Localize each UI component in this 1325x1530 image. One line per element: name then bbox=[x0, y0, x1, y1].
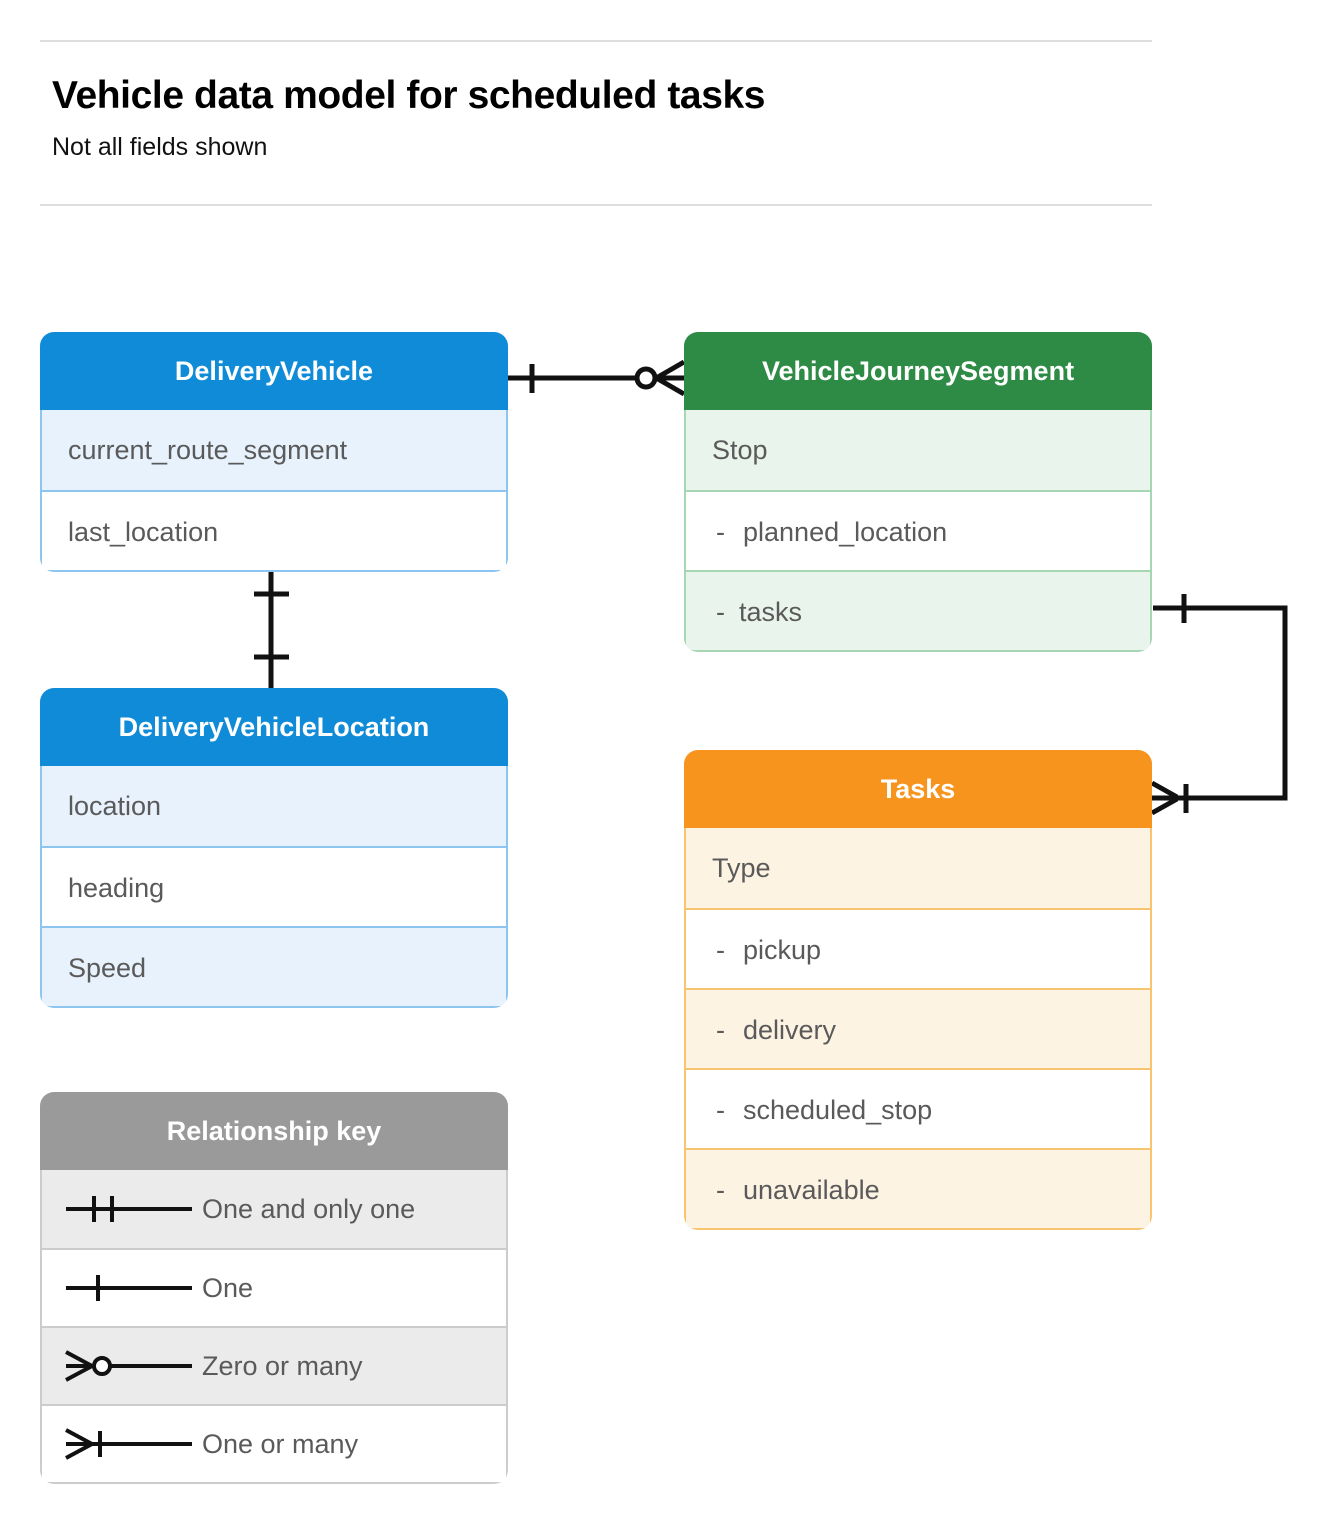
entity-delivery-vehicle-location[interactable]: DeliveryVehicleLocation location heading… bbox=[40, 688, 508, 1008]
entity-field-label: location bbox=[68, 791, 162, 821]
entity-field-label: scheduled_stop bbox=[743, 1095, 933, 1125]
entity-title-vehicle-journey-segment: VehicleJourneySegment bbox=[684, 332, 1152, 410]
zero-or-many-icon bbox=[42, 1327, 202, 1405]
entity-field-list: location heading Speed bbox=[40, 766, 508, 1008]
one-and-only-one-icon bbox=[42, 1170, 202, 1248]
entity-field: -pickup bbox=[686, 908, 1150, 988]
entity-field-label: last_location bbox=[68, 517, 219, 547]
page-subtitle: Not all fields shown bbox=[52, 133, 268, 161]
connector-deliveryvehicle-vehiclelocation bbox=[254, 570, 289, 690]
connector-journeysegment-tasks bbox=[1150, 594, 1288, 816]
legend-label: One or many bbox=[202, 1428, 359, 1459]
legend-label: One and only one bbox=[202, 1193, 416, 1224]
entity-field-label: heading bbox=[68, 873, 165, 903]
header-divider-top bbox=[40, 40, 1152, 42]
legend-row: One bbox=[42, 1248, 506, 1326]
entity-field: -unavailable bbox=[686, 1148, 1150, 1228]
entity-tasks[interactable]: Tasks Type -pickup -delivery -scheduled_… bbox=[684, 750, 1152, 1230]
entity-field-list: Type -pickup -delivery -scheduled_stop -… bbox=[684, 828, 1152, 1230]
legend-row: Zero or many bbox=[42, 1326, 506, 1404]
entity-field: location bbox=[42, 766, 506, 846]
entity-field-label: current_route_segment bbox=[68, 435, 348, 465]
field-bullet-dash: - bbox=[716, 517, 725, 547]
legend-label: One bbox=[202, 1272, 254, 1303]
entity-title-tasks: Tasks bbox=[684, 750, 1152, 828]
entity-field: -scheduled_stop bbox=[686, 1068, 1150, 1148]
one-icon bbox=[42, 1249, 202, 1327]
legend-row: One and only one bbox=[42, 1170, 506, 1248]
entity-field: heading bbox=[42, 846, 506, 926]
entity-field: Type bbox=[686, 828, 1150, 908]
entity-field-label: pickup bbox=[743, 935, 822, 965]
field-bullet-dash: - bbox=[716, 1175, 725, 1205]
legend-row: One or many bbox=[42, 1404, 506, 1482]
entity-field: -planned_location bbox=[686, 490, 1150, 570]
one-or-many-icon bbox=[42, 1405, 202, 1483]
entity-field: -delivery bbox=[686, 988, 1150, 1068]
entity-field-label: unavailable bbox=[743, 1175, 880, 1205]
page-title: Vehicle data model for scheduled tasks bbox=[52, 74, 766, 117]
header-divider-bottom bbox=[40, 204, 1152, 206]
field-bullet-dash: - bbox=[716, 1095, 725, 1125]
entity-title-delivery-vehicle: DeliveryVehicle bbox=[40, 332, 508, 410]
entity-field-label: tasks bbox=[739, 597, 803, 627]
legend-row-list: One and only one One bbox=[40, 1170, 508, 1484]
entity-field-list: current_route_segment last_location bbox=[40, 410, 508, 572]
entity-field-label: planned_location bbox=[743, 517, 948, 547]
relationship-key-legend[interactable]: Relationship key One and only one bbox=[40, 1092, 508, 1484]
entity-field: last_location bbox=[42, 490, 506, 570]
field-bullet-dash: - bbox=[716, 1015, 725, 1045]
entity-field-label: Stop bbox=[712, 435, 768, 465]
entity-field: -tasks bbox=[686, 570, 1150, 650]
entity-field: Speed bbox=[42, 926, 506, 1006]
entity-field: current_route_segment bbox=[42, 410, 506, 490]
connector-deliveryvehicle-journeysegment bbox=[508, 359, 686, 397]
entity-field: Stop bbox=[686, 410, 1150, 490]
field-bullet-dash: - bbox=[716, 935, 725, 965]
field-bullet-dash: - bbox=[716, 597, 725, 627]
entity-field-list: Stop -planned_location -tasks bbox=[684, 410, 1152, 652]
legend-title: Relationship key bbox=[40, 1092, 508, 1170]
entity-title-delivery-vehicle-location: DeliveryVehicleLocation bbox=[40, 688, 508, 766]
entity-field-label: delivery bbox=[743, 1015, 837, 1045]
entity-field-label: Speed bbox=[68, 953, 147, 983]
entity-vehicle-journey-segment[interactable]: VehicleJourneySegment Stop -planned_loca… bbox=[684, 332, 1152, 652]
entity-delivery-vehicle[interactable]: DeliveryVehicle current_route_segment la… bbox=[40, 332, 508, 572]
legend-label: Zero or many bbox=[202, 1350, 363, 1381]
entity-field-label: Type bbox=[712, 853, 771, 883]
